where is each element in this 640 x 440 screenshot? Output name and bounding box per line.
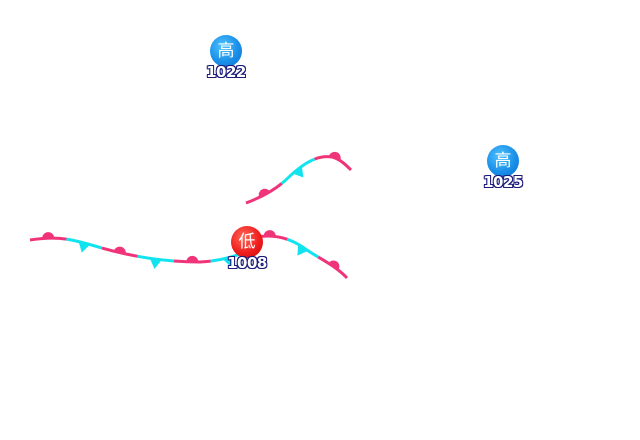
warm-front-semicircle-icon — [113, 246, 126, 254]
warm-front-segment — [29, 236, 247, 264]
cold-front-triangle-icon — [292, 165, 304, 178]
warm-front-segment — [251, 234, 349, 280]
cold-front-segment — [29, 236, 247, 264]
high-pressure-center-1025: 高 1025 — [473, 145, 533, 190]
warm-front-semicircle-icon — [329, 151, 341, 161]
pressure-value: 1008 — [227, 254, 267, 272]
warm-front-semicircle-icon — [186, 255, 199, 263]
high-pressure-center-1022: 高 1022 — [196, 35, 256, 80]
stationary-front-east — [251, 230, 349, 280]
high-pressure-icon: 高 — [210, 35, 242, 67]
low-pressure-icon: 低 — [231, 226, 263, 258]
warm-front-segment — [245, 155, 353, 205]
cold-front-triangle-icon — [297, 243, 309, 256]
warm-front-semicircle-icon — [42, 232, 55, 239]
cold-front-segment — [29, 236, 247, 264]
stationary-front-west — [29, 232, 247, 270]
high-pressure-icon: 高 — [487, 145, 519, 177]
pressure-value: 1025 — [483, 173, 523, 191]
cold-front-triangle-icon — [78, 241, 91, 253]
cold-front-triangle-icon — [222, 256, 235, 268]
cold-front-segment — [245, 155, 353, 205]
warm-front-segment — [29, 236, 247, 264]
warm-front-segment — [251, 234, 349, 280]
warm-front-semicircle-icon — [263, 230, 276, 237]
warm-front-semicircle-icon — [258, 188, 271, 198]
cold-front-segment — [29, 236, 247, 264]
warm-front-segment — [29, 236, 247, 264]
pressure-value: 1022 — [206, 63, 246, 81]
stationary-front-north — [245, 151, 353, 205]
warm-front-semicircle-icon — [328, 260, 340, 270]
low-pressure-center-1008: 低 1008 — [217, 226, 277, 271]
cold-front-triangle-icon — [149, 258, 162, 270]
